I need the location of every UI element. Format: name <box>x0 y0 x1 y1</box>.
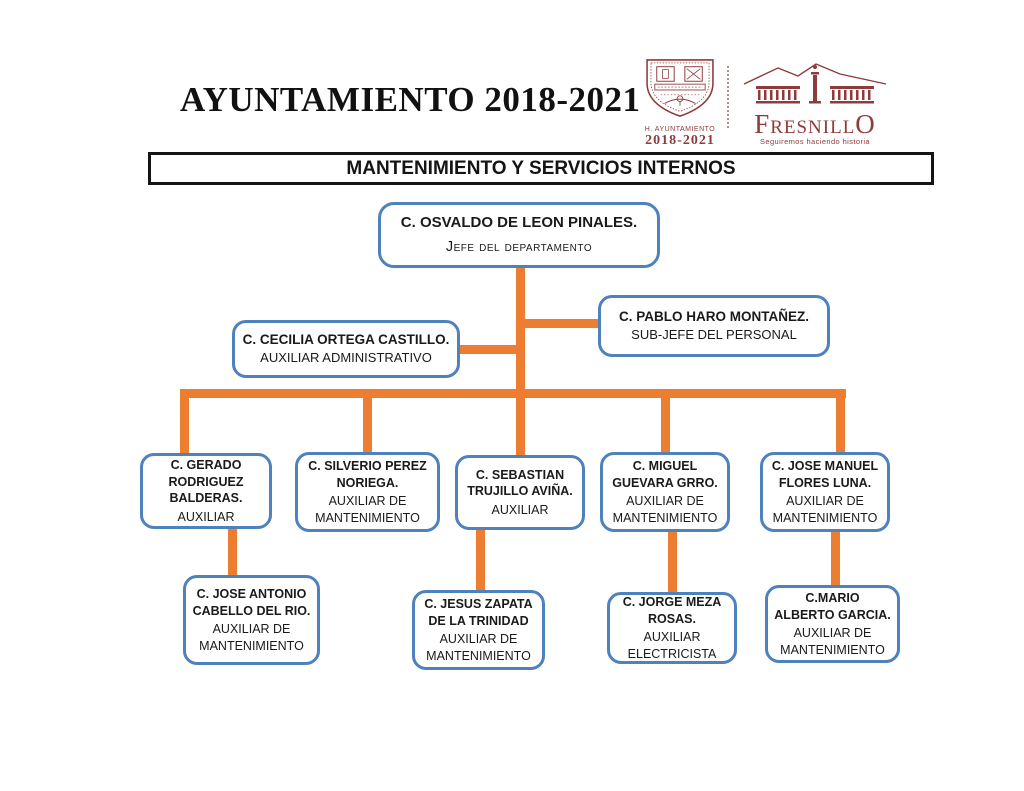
org-node-role: AUXILIAR ADMINISTRATIVO <box>260 350 432 366</box>
connector-row-horizontal <box>180 389 846 398</box>
org-node-josemanuel: C. JOSE MANUEL FLORES LUNA. AUXILIAR DE … <box>760 452 890 532</box>
org-node-role: SUB-JEFE DEL PERSONAL <box>631 327 797 343</box>
fresnillo-building-icon <box>743 63 887 104</box>
page-title: AYUNTAMIENTO 2018-2021 <box>180 80 641 119</box>
crest-shield-icon <box>646 59 714 117</box>
org-node-name: C. JESUS ZAPATA DE LA TRINIDAD <box>424 597 533 628</box>
org-node-name: C. MIGUEL GUEVARA GRRO. <box>612 459 718 490</box>
org-node-role: AUXILIAR <box>491 502 549 517</box>
org-node-jesus: C. JESUS ZAPATA DE LA TRINIDAD AUXILIAR … <box>412 590 545 670</box>
org-node-auxadmin: C. CECILIA ORTEGA CASTILLO. AUXILIAR ADM… <box>232 320 460 378</box>
fresnillo-wordmark: FresnillO <box>754 109 876 139</box>
org-node-name: C. JOSE MANUEL FLORES LUNA. <box>771 459 879 490</box>
org-node-jefe: C. OSVALDO DE LEON PINALES. Jefe del dep… <box>378 202 660 268</box>
department-title-banner: MANTENIMIENTO Y SERVICIOS INTERNOS <box>148 152 934 185</box>
org-node-role: Jefe del departamento <box>445 238 593 255</box>
org-node-gerado: C. GERADO RODRIGUEZ BALDERAS. AUXILIAR <box>140 453 272 529</box>
org-node-name: C. PABLO HARO MONTAÑEZ. <box>619 308 809 324</box>
connector-child-jesus <box>476 530 485 590</box>
connector-drop-gerado <box>180 389 189 453</box>
org-node-role: AUXILIAR DE MANTENIMIENTO <box>315 494 420 525</box>
connector-auxadmin-horizontal <box>460 345 520 354</box>
connector-drop-sebastian <box>516 389 525 455</box>
org-node-name: C. CECILIA ORTEGA CASTILLO. <box>242 331 450 347</box>
org-node-role: AUXILIAR DE MANTENIMIENTO <box>199 622 304 653</box>
org-node-role: AUXILIAR DE MANTENIMIENTO <box>612 494 718 525</box>
org-node-miguel: C. MIGUEL GUEVARA GRRO. AUXILIAR DE MANT… <box>600 452 730 532</box>
crest-caption: H. AYUNTAMIENTO <box>644 126 716 133</box>
org-node-name: C. SILVERIO PEREZ NORIEGA. <box>308 459 427 490</box>
connector-drop-miguel <box>661 389 670 452</box>
org-node-role: AUXILIAR DE MANTENIMIENTO <box>426 632 531 663</box>
department-title: MANTENIMIENTO Y SERVICIOS INTERNOS <box>346 157 736 179</box>
logo-divider <box>727 66 729 128</box>
crest-years: 2018-2021 <box>645 133 715 148</box>
fresnillo-logo: FresnillO Seguiremos haciendo historia <box>740 60 890 146</box>
org-node-silverio: C. SILVERIO PEREZ NORIEGA. AUXILIAR DE M… <box>295 452 440 532</box>
org-node-name: C. SEBASTIAN TRUJILLO AVIÑA. <box>467 467 573 499</box>
org-node-jorge: C. JORGE MEZA ROSAS. AUXILIAR ELECTRICIS… <box>607 592 737 664</box>
org-node-mario: C.MARIO ALBERTO GARCIA. AUXILIAR DE MANT… <box>765 585 900 663</box>
connector-jefe-vertical <box>516 268 525 389</box>
connector-child-jorge <box>668 532 677 592</box>
connector-drop-josemanuel <box>836 389 845 452</box>
org-node-name: C. GERADO RODRIGUEZ BALDERAS. <box>168 458 244 506</box>
fresnillo-tagline: Seguiremos haciendo historia <box>759 137 870 146</box>
org-node-name: C. JOSE ANTONIO CABELLO DEL RIO. <box>192 587 311 618</box>
org-node-joseantonio: C. JOSE ANTONIO CABELLO DEL RIO. AUXILIA… <box>183 575 320 665</box>
connector-child-mario <box>831 532 840 585</box>
org-node-name: C. OSVALDO DE LEON PINALES. <box>400 214 638 232</box>
connector-subjefe-horizontal <box>520 319 598 328</box>
org-node-role: AUXILIAR <box>177 509 235 524</box>
org-node-subjefe: C. PABLO HARO MONTAÑEZ. SUB-JEFE DEL PER… <box>598 295 830 357</box>
connector-drop-silverio <box>363 389 372 452</box>
org-node-role: AUXILIAR ELECTRICISTA <box>627 630 717 661</box>
org-node-name: C. JORGE MEZA ROSAS. <box>622 595 722 626</box>
org-node-role: AUXILIAR DE MANTENIMIENTO <box>780 626 885 657</box>
ayuntamiento-crest-logo: H. AYUNTAMIENTO 2018-2021 <box>638 58 722 149</box>
connector-child-joseantonio <box>228 529 237 575</box>
org-node-role: AUXILIAR DE MANTENIMIENTO <box>772 494 878 525</box>
org-node-sebastian: C. SEBASTIAN TRUJILLO AVIÑA. AUXILIAR <box>455 455 585 530</box>
org-node-name: C.MARIO ALBERTO GARCIA. <box>774 591 891 622</box>
